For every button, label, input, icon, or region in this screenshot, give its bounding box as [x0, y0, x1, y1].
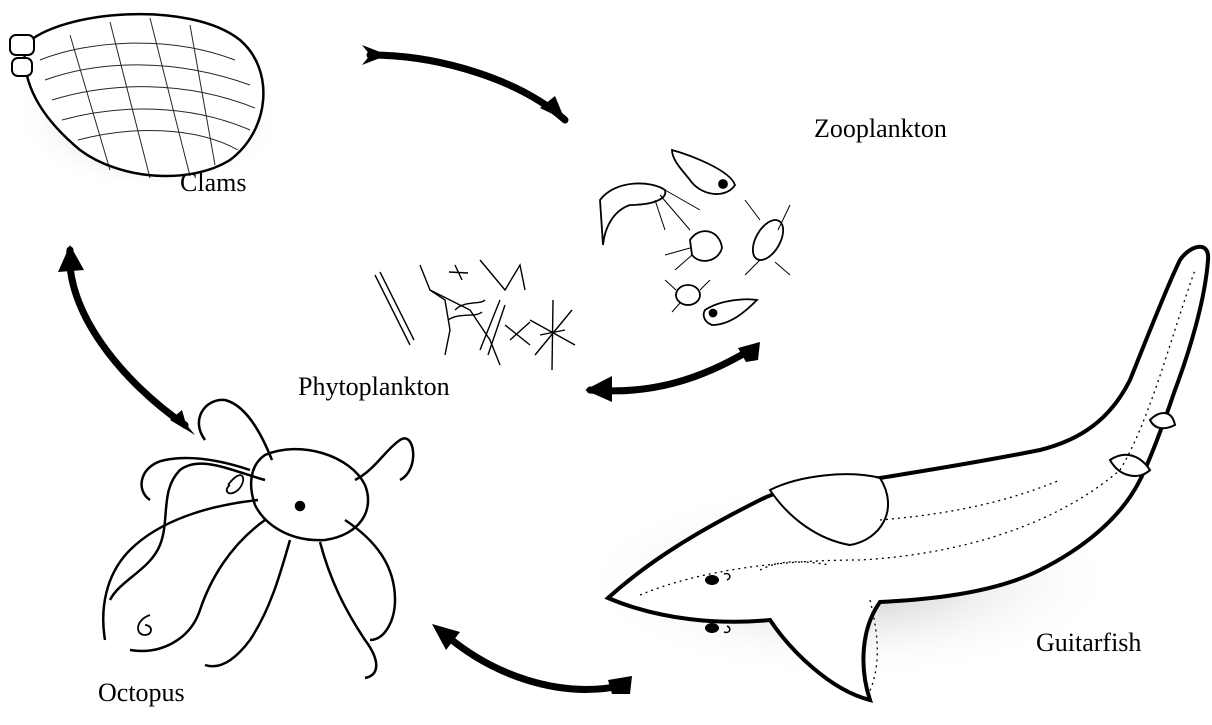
arrow-clams-to-zooplankton	[370, 55, 565, 120]
label-zooplankton: Zooplankton	[814, 116, 947, 142]
label-clams: Clams	[180, 170, 246, 196]
label-guitarfish: Guitarfish	[1036, 630, 1141, 656]
label-phytoplankton: Phytoplankton	[298, 374, 450, 400]
arrowhead-2	[585, 376, 612, 402]
arrow-tail-1	[362, 45, 388, 65]
arrow-guitarfish-to-octopus	[440, 630, 625, 689]
zooplankton-illustration	[600, 150, 790, 325]
arrow-octopus-to-clams	[70, 250, 185, 425]
phytoplankton-illustration	[375, 260, 575, 370]
label-octopus: Octopus	[98, 680, 185, 706]
arrow-zooplankton-to-phytoplankton	[590, 350, 750, 391]
clam-illustration	[10, 14, 285, 193]
arrow-tail-4	[608, 676, 632, 694]
arrowhead-3	[58, 245, 84, 272]
octopus-illustration	[103, 400, 413, 678]
